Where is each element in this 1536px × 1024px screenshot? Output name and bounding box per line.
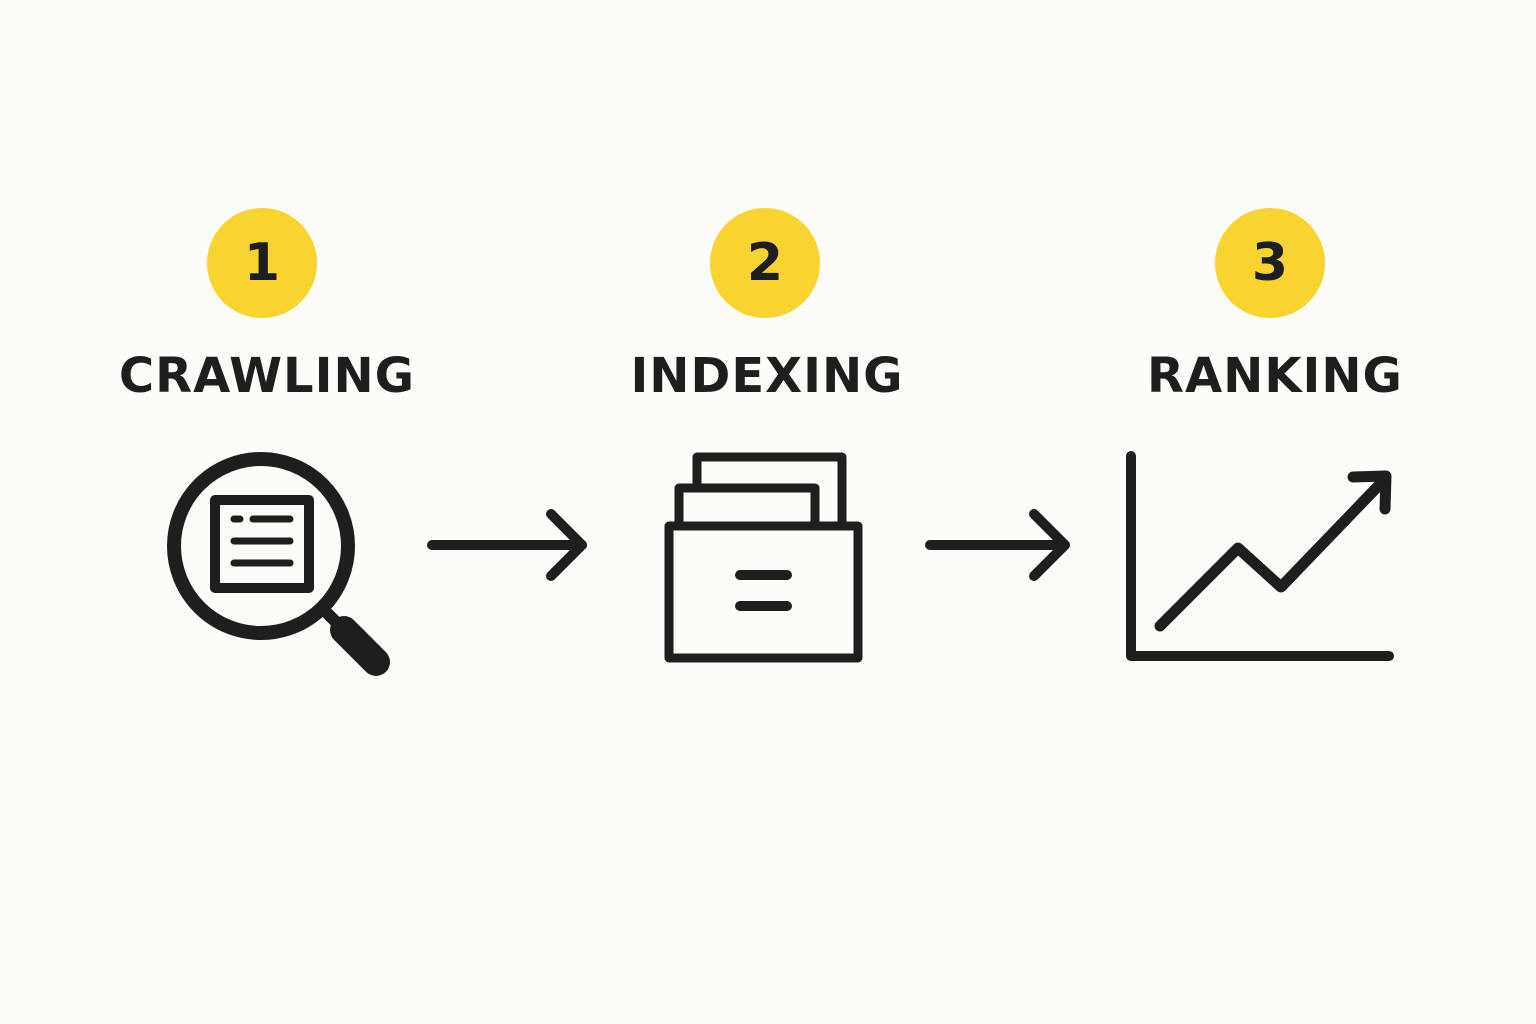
step-3-label: RANKING	[1147, 348, 1403, 404]
step-1-number-badge: 1	[207, 208, 317, 318]
right-arrow-icon	[427, 509, 587, 581]
right-arrow-icon	[925, 509, 1070, 581]
step-1-label: CRAWLING	[118, 348, 416, 404]
rising-line-chart-icon	[1126, 451, 1394, 661]
step-2-label: INDEXING	[630, 348, 904, 404]
file-archive-box-icon	[664, 452, 863, 663]
step-3-number-badge: 3	[1215, 208, 1325, 318]
magnifying-glass-document-icon	[167, 452, 390, 676]
step-2-number-badge: 2	[710, 208, 820, 318]
